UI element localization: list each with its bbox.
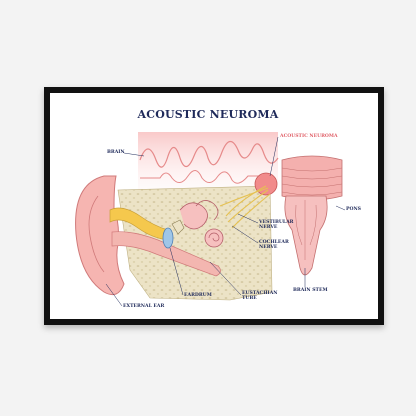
- label-eustachian-tube: EUSTACHIAN TUBE: [242, 291, 277, 302]
- label-cochlear-line2: NERVE: [259, 245, 278, 251]
- outer-ear: [75, 175, 125, 296]
- eardrum-shape: [162, 227, 174, 249]
- label-vestibular-nerve: VESTIBULAR NERVE: [259, 220, 293, 231]
- inner-ear: [162, 200, 224, 249]
- label-brain: BRAIN: [107, 150, 125, 155]
- label-eustachian-line1: EUSTACHIAN: [242, 291, 278, 296]
- label-eardrum: EARDRUM: [184, 293, 212, 298]
- ear-canal: [109, 207, 221, 277]
- nerve-bundle: [219, 185, 271, 229]
- brain-stem: [281, 155, 343, 276]
- poster-title: ACOUSTIC NEUROMA: [137, 108, 279, 121]
- label-cochlear-nerve: COCHLEAR NERVE: [259, 240, 289, 251]
- label-cochlear-line1: COCHLEAR: [259, 240, 289, 245]
- semicircular-canals: [179, 202, 208, 230]
- ossicles: [171, 219, 185, 235]
- label-vestibular-line2: NERVE: [259, 225, 278, 231]
- label-external-ear: EXTERNAL EAR: [123, 304, 165, 309]
- label-vestibular-line1: VESTIBULAR: [259, 220, 294, 225]
- label-pons: PONS: [346, 207, 361, 212]
- label-brain-stem: BRAIN STEM: [293, 288, 328, 293]
- leader-lines: [105, 136, 346, 307]
- cochlea: [204, 228, 224, 248]
- brain-region: [138, 132, 279, 190]
- label-eustachian-line2: TUBE: [242, 296, 257, 302]
- label-acoustic-neuroma: ACOUSTIC NEUROMA: [280, 134, 338, 139]
